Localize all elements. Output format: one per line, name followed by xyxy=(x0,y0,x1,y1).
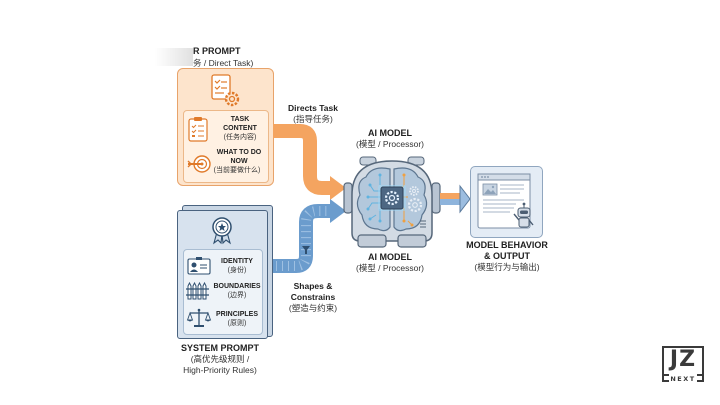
clipboard-checklist-icon xyxy=(188,117,208,142)
ai-model-title-bottom: AI MODEL xyxy=(368,252,412,262)
identity-sub: (身份) xyxy=(227,267,247,274)
directs-task-sub: (指导任务) xyxy=(293,114,333,124)
book-front-cover: IDENTITY (身份) BOUNDARIES (边界) xyxy=(177,210,268,339)
shapes-label-line2: Constrains xyxy=(290,292,336,302)
task-content-label: TASK CONTENT xyxy=(223,116,257,132)
filter-funnel-icon xyxy=(302,246,310,254)
system-prompt-subtitle-line1: (高优先级规则 / xyxy=(190,354,250,364)
system-prompt-card: IDENTITY (身份) BOUNDARIES (边界) xyxy=(177,205,273,339)
logo-letters: JZ xyxy=(669,347,697,372)
boundaries-sub: (边界) xyxy=(227,292,247,299)
system-prompt-inner-panel: IDENTITY (身份) BOUNDARIES (边界) xyxy=(183,249,263,335)
model-output-card xyxy=(470,166,543,238)
motion-blur-lines xyxy=(155,48,193,66)
ai-model-top-label: AI MODEL (模型 / Processor) xyxy=(340,128,440,150)
document-gear-icon xyxy=(211,74,240,107)
logo-frame-icon xyxy=(662,346,704,382)
model-output-title-line2: & OUTPUT xyxy=(484,251,530,261)
boundaries-label: BOUNDARIES xyxy=(213,283,261,290)
ai-model-sub-bottom: (模型 / Processor) xyxy=(355,263,424,273)
brain-processor-icon xyxy=(343,156,441,248)
what-to-do-now-label: WHAT TO DO NOW xyxy=(216,149,262,165)
user-prompt-card: TASK CONTENT (任务内容) WHAT TO DO NOW (当前要做… xyxy=(177,68,274,186)
principles-label: PRINCIPLES xyxy=(215,311,258,318)
shapes-label-line1: Shapes & xyxy=(293,281,333,291)
fence-icon xyxy=(186,281,209,300)
what-to-do-now-sub: (当前要做什么) xyxy=(213,167,261,174)
system-prompt-title-block: SYSTEM PROMPT (高优先级规则 / High-Priority Ru… xyxy=(165,343,275,376)
model-output-title-line1: MODEL BEHAVIOR xyxy=(466,240,548,250)
model-output-sub: (模型行为与输出) xyxy=(474,262,540,272)
browser-robot-icon xyxy=(477,173,534,229)
model-output-label-block: MODEL BEHAVIOR & OUTPUT (模型行为与输出) xyxy=(452,240,562,273)
id-card-icon xyxy=(187,257,211,275)
user-prompt-subtitle: 务 / Direct Task) xyxy=(193,58,254,68)
logo-text: NEXT xyxy=(669,375,697,383)
user-prompt-title: R PROMPT xyxy=(193,46,241,56)
jz-next-logo: JZ NEXT xyxy=(661,345,705,383)
principles-sub: (原则) xyxy=(227,320,247,327)
shapes-constrains-label-block: Shapes & Constrains (塑造与约束) xyxy=(278,281,348,314)
system-prompt-title: SYSTEM PROMPT xyxy=(180,343,259,353)
directs-task-label-block: Directs Task (指导任务) xyxy=(278,103,348,125)
directs-task-label: Directs Task xyxy=(288,103,338,113)
shapes-constrains-sub: (塑造与约束) xyxy=(288,303,338,313)
ai-model-bottom-label: AI MODEL (模型 / Processor) xyxy=(340,252,440,274)
target-arrow-icon xyxy=(187,155,211,173)
user-prompt-inner-panel: TASK CONTENT (任务内容) WHAT TO DO NOW (当前要做… xyxy=(183,110,269,183)
task-content-sub: (任务内容) xyxy=(223,134,257,141)
ai-model-title-top: AI MODEL xyxy=(368,128,412,138)
system-prompt-subtitle-line2: High-Priority Rules) xyxy=(183,365,257,375)
award-badge-icon xyxy=(212,217,232,245)
ai-model-sub-top: (模型 / Processor) xyxy=(355,139,424,149)
scales-icon xyxy=(186,308,212,327)
identity-label: IDENTITY xyxy=(221,258,253,265)
